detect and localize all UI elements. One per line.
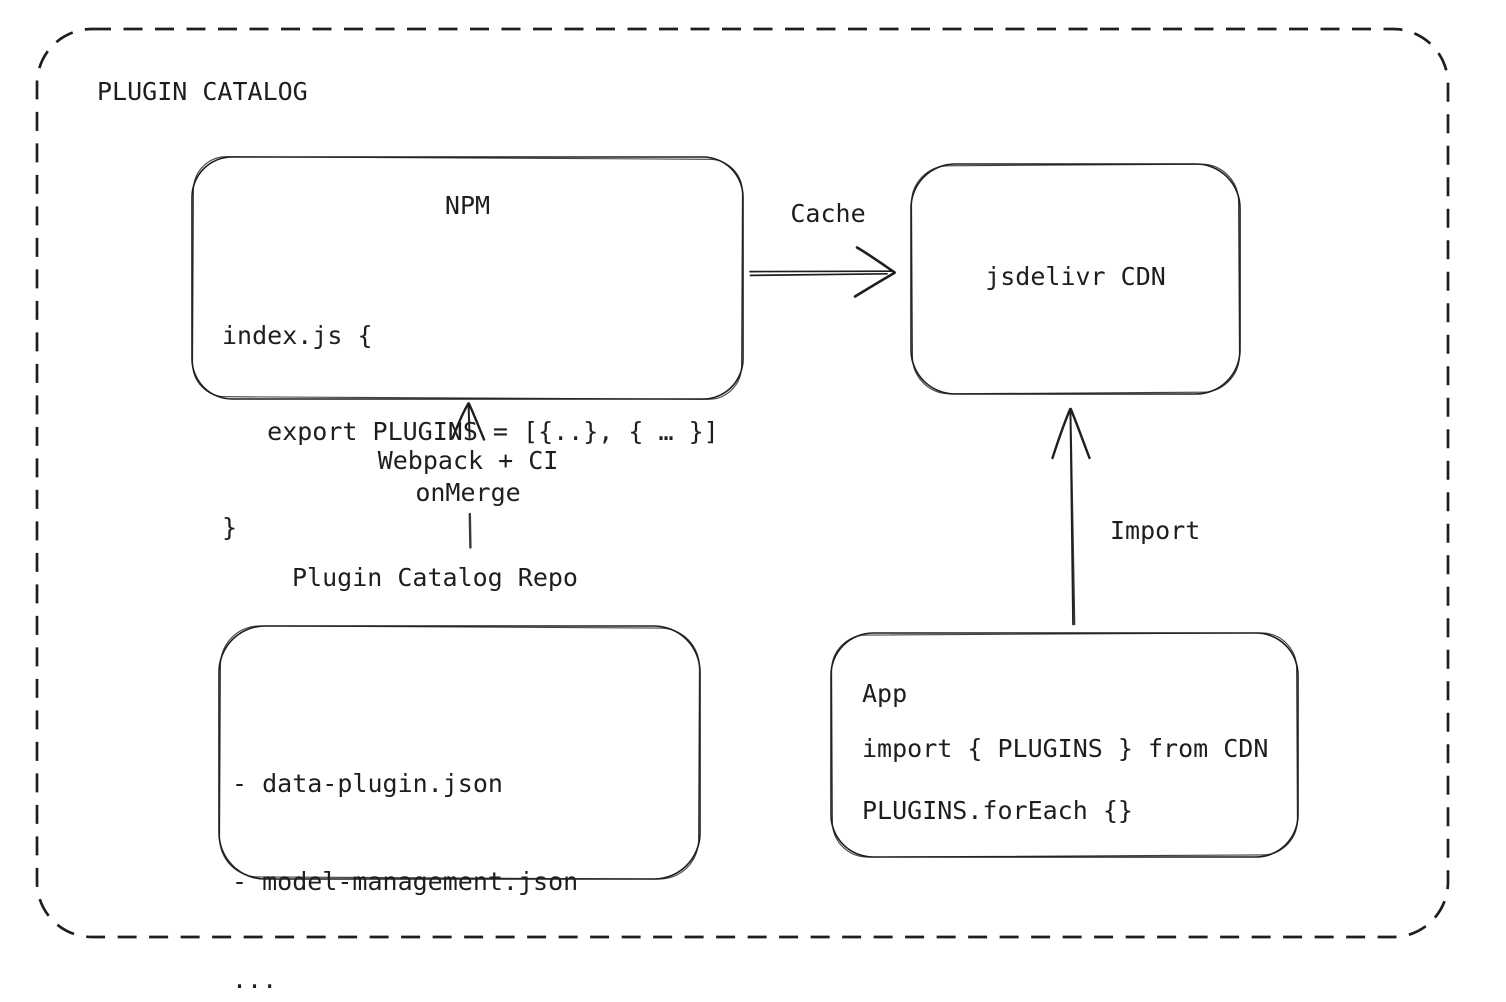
npm-code-block: index.js { export PLUGINS = [{..}, { … }… [222,256,719,608]
npm-code-line: index.js { [222,321,373,350]
diagram-title: PLUGIN CATALOG [97,77,308,106]
app-code-line: import { PLUGINS } from CDN [862,734,1269,763]
build-arrow-label-line1: Webpack + CI [377,446,559,475]
npm-code-line: export PLUGINS = [{..}, { … }] [222,417,719,446]
import-arrow-label: Import [1110,516,1201,545]
cache-arrow [749,246,896,298]
npm-node-title: NPM [444,191,491,220]
repo-item: ... [232,965,278,994]
import-arrow [1051,407,1091,626]
repo-node-label: Plugin Catalog Repo [292,563,578,592]
repo-item-list: - data-plugin.json - model-management.js… [232,703,578,1002]
npm-node-box [191,156,744,400]
build-arrow-label-line2: onMerge [415,478,521,507]
cache-arrow-label: Cache [790,199,866,228]
npm-code-line: } [222,513,238,542]
repo-item: - data-plugin.json [232,769,503,798]
app-code-line: PLUGINS.forEach {} [862,796,1133,825]
repo-item: - model-management.json [232,867,579,896]
app-node-box [830,632,1299,858]
build-arrow [451,402,486,549]
cdn-node-label: jsdelivr CDN [985,262,1166,291]
cdn-node-box [910,163,1241,395]
repo-node-box [218,625,701,880]
app-node-title: App [862,679,908,708]
